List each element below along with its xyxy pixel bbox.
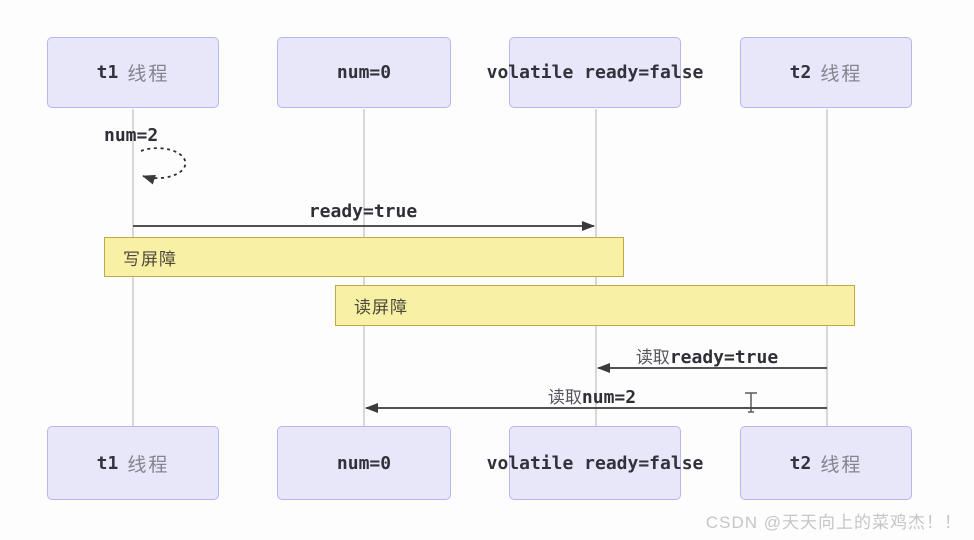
read-num-code: num=2 (581, 387, 637, 408)
actor-label-cjk: 线程 (127, 64, 170, 85)
read-barrier-label: 读屏障 (354, 298, 408, 317)
actor-label: volatile ready=false (486, 62, 704, 83)
read-num-prefix: 读取 (547, 388, 582, 407)
read-ready-label: 读取ready=true (587, 343, 827, 368)
actor-bottom-volatile: volatile ready=false (487, 426, 703, 500)
actor-bottom-num: num=0 (277, 426, 451, 500)
write-ready-label: ready=true (243, 201, 483, 222)
read-ready-prefix: 读取 (635, 348, 670, 367)
self-loop-label: num=2 (84, 125, 204, 146)
read-num-label: 读取num=2 (472, 383, 712, 408)
actor-label: t1 (96, 62, 119, 83)
actor-bottom-t1: t1 线程 (47, 426, 219, 500)
actor-label-cjk: 线程 (127, 454, 170, 476)
read-ready-code: ready=true (669, 347, 779, 368)
actor-label: t2 (789, 62, 812, 83)
actor-label: t2 (789, 452, 812, 474)
actor-top-t1: t1 线程 (47, 37, 219, 108)
read-barrier-box: 读屏障 (335, 285, 855, 326)
actor-label-cjk: 线程 (820, 454, 863, 476)
write-barrier-box: 写屏障 (104, 237, 624, 277)
self-loop-arrow (140, 147, 187, 185)
write-barrier-label: 写屏障 (123, 249, 177, 269)
actor-label: num=0 (336, 62, 392, 83)
actor-top-num: num=0 (277, 37, 451, 108)
actor-top-t2: t2 线程 (740, 37, 912, 108)
ibeam-cursor (745, 392, 757, 413)
csdn-watermark: CSDN @天天向上的菜鸡杰！！ (705, 513, 962, 532)
actor-bottom-t2: t2 线程 (740, 426, 912, 500)
write-ready-label-text: ready=true (308, 201, 418, 222)
self-loop-label-text: num=2 (104, 125, 159, 146)
actor-label: num=0 (336, 452, 392, 474)
actor-label: volatile ready=false (486, 452, 704, 474)
actor-label: t1 (96, 452, 119, 474)
actor-top-volatile: volatile ready=false (487, 37, 703, 108)
actor-label-cjk: 线程 (820, 64, 863, 85)
